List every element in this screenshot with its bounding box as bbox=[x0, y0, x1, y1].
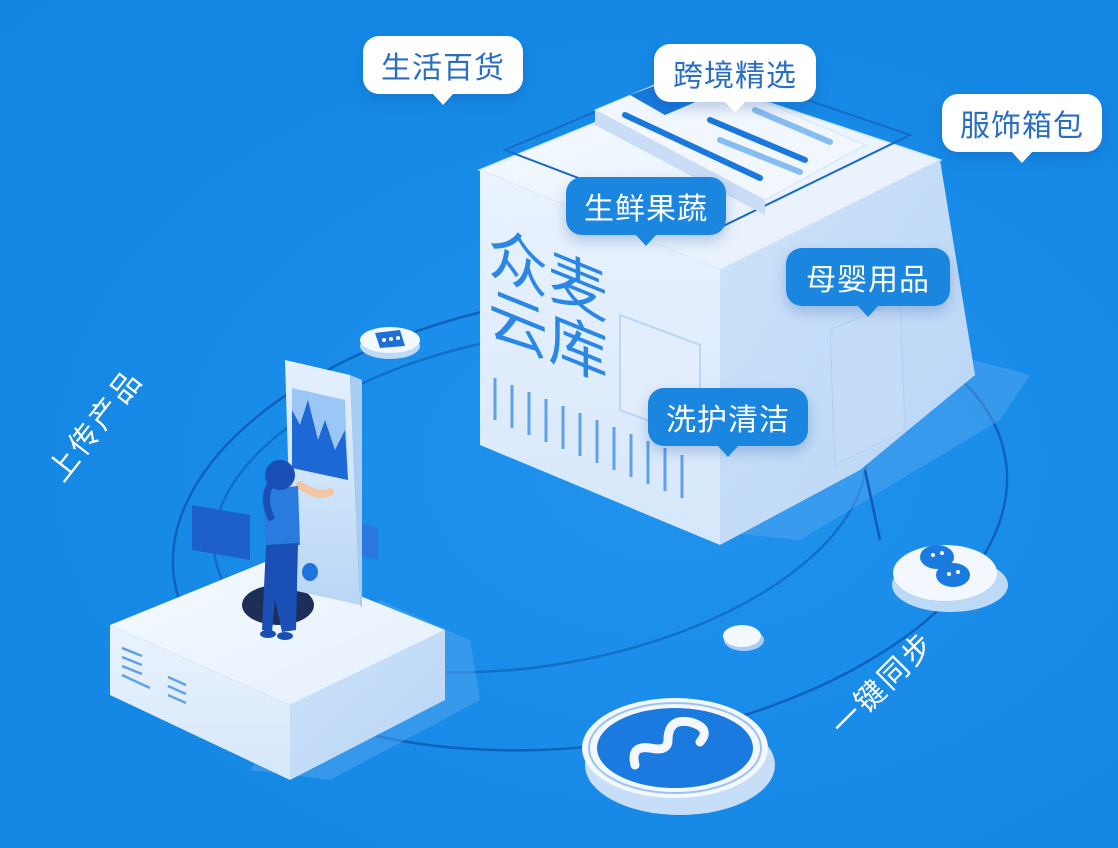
person-figure bbox=[260, 460, 334, 640]
bubble-daily-goods-label: 生活百货 bbox=[381, 51, 505, 86]
bubble-fresh-produce-label: 生鲜果蔬 bbox=[584, 192, 708, 227]
mini-program-icon bbox=[582, 698, 775, 815]
phone-device bbox=[285, 360, 362, 608]
floating-panel-left bbox=[192, 505, 250, 560]
bubble-wash-care-label: 洗护清洁 bbox=[666, 403, 790, 438]
wechat-icon bbox=[892, 545, 1008, 612]
message-dots-icon bbox=[360, 327, 420, 359]
bubble-apparel-bags: 服饰箱包 bbox=[942, 94, 1102, 163]
bubble-fresh-produce: 生鲜果蔬 bbox=[566, 177, 726, 246]
bubble-cross-border: 跨境精选 bbox=[654, 44, 816, 113]
bubble-wash-care: 洗护清洁 bbox=[648, 388, 808, 457]
pedestal-box bbox=[110, 560, 445, 780]
bubble-mother-baby: 母婴用品 bbox=[786, 248, 950, 317]
bubble-apparel-bags-label: 服饰箱包 bbox=[960, 109, 1084, 144]
bubble-daily-goods: 生活百货 bbox=[363, 36, 523, 105]
bubble-cross-border-label: 跨境精选 bbox=[673, 59, 797, 94]
bubble-mother-baby-label: 母婴用品 bbox=[806, 263, 930, 298]
